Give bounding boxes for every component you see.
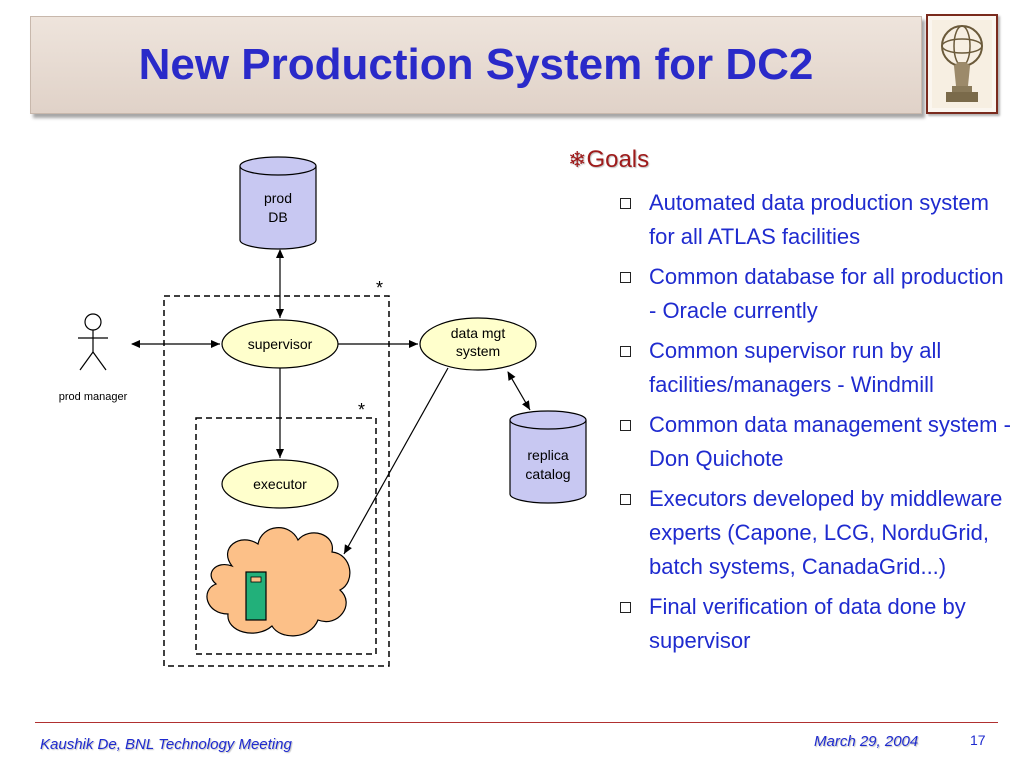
svg-text:data mgt: data mgt — [451, 325, 506, 341]
footer-presenter: Kaushik De, BNL Technology Meeting — [40, 736, 292, 753]
list-item: Common data management system - Don Quic… — [614, 408, 1014, 476]
square-bullet-icon — [620, 494, 631, 505]
list-item: Common supervisor run by all facilities/… — [614, 334, 1014, 402]
atlas-statue-icon — [932, 20, 992, 108]
square-bullet-icon — [620, 198, 631, 209]
goals-list: Automated data production system for all… — [614, 186, 1014, 664]
supervisor-node: supervisor — [221, 319, 339, 369]
svg-text:system: system — [456, 343, 500, 359]
inner-marker: * — [358, 400, 365, 420]
server-icon — [245, 571, 267, 621]
svg-text:supervisor: supervisor — [248, 336, 313, 352]
outer-marker: * — [376, 278, 383, 298]
svg-text:prod: prod — [264, 190, 292, 206]
prod-db-cylinder: prod DB — [239, 156, 317, 250]
snowflake-bullet-icon: ❄ — [568, 147, 587, 172]
data-mgt-system-node: data mgt system — [419, 317, 537, 371]
prod-manager-label: prod manager — [59, 391, 128, 403]
square-bullet-icon — [620, 346, 631, 357]
list-item: Automated data production system for all… — [614, 186, 1014, 254]
production-system-diagram: * * prod DB replica catalog supervisor d… — [59, 156, 587, 667]
slide-title: New Production System for DC2 — [138, 40, 814, 89]
list-item: Final verification of data done by super… — [614, 590, 1014, 658]
svg-text:DB: DB — [268, 209, 287, 225]
datamgt-replica-arrow — [507, 371, 531, 411]
datamgt-cloud-arrow — [343, 367, 449, 555]
executor-node: executor — [221, 459, 339, 509]
svg-text:catalog: catalog — [525, 466, 570, 482]
page-number: 17 — [970, 732, 986, 748]
prod-manager-figure-icon — [78, 313, 108, 371]
square-bullet-icon — [620, 602, 631, 613]
svg-text:executor: executor — [253, 476, 307, 492]
atlas-logo — [926, 14, 998, 114]
goals-heading: ❄Goals — [568, 146, 650, 173]
footer-date: March 29, 2004 — [814, 733, 919, 750]
list-item: Executors developed by middleware expert… — [614, 482, 1014, 584]
footer-divider — [35, 722, 998, 723]
replica-catalog-cylinder: replica catalog — [509, 410, 587, 504]
svg-text:replica: replica — [527, 447, 568, 463]
inner-dashed-box — [195, 417, 377, 655]
square-bullet-icon — [620, 420, 631, 431]
list-item: Common database for all production - Ora… — [614, 260, 1014, 328]
square-bullet-icon — [620, 272, 631, 283]
title-bar: New Production System for DC2 — [30, 16, 922, 114]
compute-cloud — [206, 527, 351, 637]
